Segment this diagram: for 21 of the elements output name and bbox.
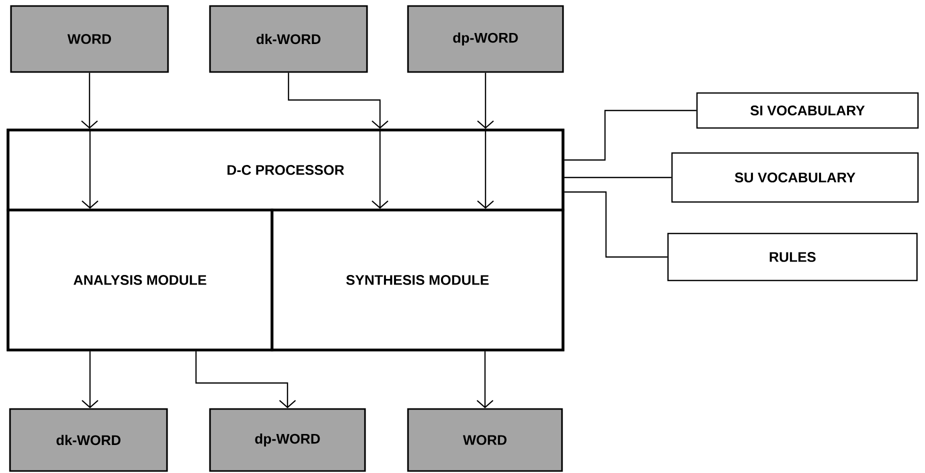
word-box: dp-WORD (209, 408, 366, 472)
arrow (477, 72, 494, 129)
word-box: WORD (407, 408, 563, 472)
module-box: D-C PROCESSOR (6, 128, 564, 212)
arrow (82, 351, 98, 408)
arrow (372, 128, 388, 209)
word-box: dk-WORD (209, 5, 368, 73)
arrow (477, 128, 494, 209)
word-box: dk-WORD (9, 408, 168, 472)
arrow (82, 128, 98, 209)
module-box: ANALYSIS MODULE (6, 208, 274, 352)
arrow (195, 351, 296, 408)
word-box: WORD (10, 5, 169, 73)
arrow (288, 72, 388, 129)
data-box: RULES (667, 232, 918, 282)
word-box: dp-WORD (407, 5, 564, 73)
arrow (81, 72, 98, 129)
arrow (476, 351, 494, 408)
data-box: SI VOCABULARY (696, 92, 919, 129)
module-box: SYNTHESIS MODULE (270, 208, 564, 352)
data-box: SU VOCABULARY (671, 152, 919, 203)
